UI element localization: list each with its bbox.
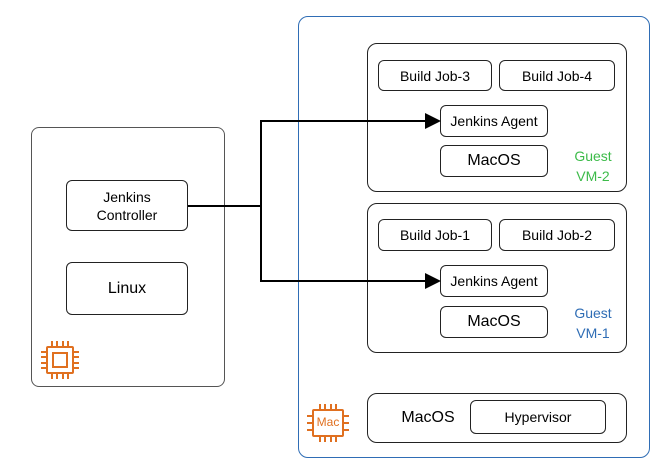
hypervisor-box[interactable]: Hypervisor: [470, 400, 606, 434]
linux-os-box[interactable]: Linux: [66, 262, 188, 315]
build-job-2-label: Build Job-2: [521, 227, 593, 243]
build-job-4-box[interactable]: Build Job-4: [499, 60, 615, 91]
vm1-jenkins-agent-label: Jenkins Agent: [450, 273, 538, 289]
vm2-guest-label-line1: Guest: [574, 148, 612, 164]
mac-host-os-label: MacOS: [401, 409, 455, 426]
vm2-jenkins-agent-box[interactable]: Jenkins Agent: [440, 105, 548, 137]
arrow-to-vm2-agent: [260, 113, 441, 206]
jenkins-controller-label-line2: Controller: [96, 206, 158, 223]
vm1-macos-label: MacOS: [467, 313, 521, 330]
vm1-guest-label: Guest VM-1: [563, 303, 623, 343]
build-job-2-box[interactable]: Build Job-2: [499, 219, 615, 251]
ec2-chip-icon: [38, 338, 82, 382]
jenkins-controller-box[interactable]: Jenkins Controller: [66, 180, 188, 231]
vm1-macos-box[interactable]: MacOS: [440, 306, 548, 338]
vm2-macos-label: MacOS: [467, 152, 521, 169]
build-job-1-label: Build Job-1: [399, 227, 471, 243]
vm2-guest-label-line2: VM-2: [576, 168, 610, 184]
arrow-to-vm1-agent: [260, 206, 441, 289]
jenkins-controller-label-line1: Jenkins: [103, 188, 151, 205]
mac-chip-icon: [306, 401, 350, 445]
build-job-1-box[interactable]: Build Job-1: [378, 219, 492, 251]
vm1-jenkins-agent-box[interactable]: Jenkins Agent: [440, 265, 548, 297]
hypervisor-label: Hypervisor: [504, 409, 572, 425]
vm2-macos-box[interactable]: MacOS: [440, 145, 548, 177]
build-job-3-label: Build Job-3: [399, 67, 471, 84]
build-job-4-label: Build Job-4: [521, 67, 593, 84]
mac-chip-label: Mac: [316, 415, 340, 429]
linux-os-label: Linux: [107, 279, 147, 297]
vm2-jenkins-agent-label: Jenkins Agent: [450, 113, 538, 129]
vm2-guest-label: Guest VM-2: [563, 146, 623, 186]
vm1-guest-label-line1: Guest: [574, 305, 612, 321]
vm1-guest-label-line2: VM-1: [576, 325, 610, 341]
build-job-3-box[interactable]: Build Job-3: [378, 60, 492, 91]
